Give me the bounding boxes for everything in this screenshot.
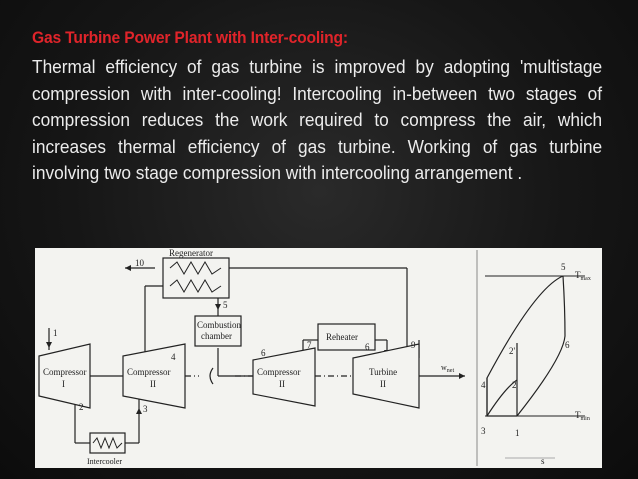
point-2: 2 <box>79 402 84 412</box>
point-3: 3 <box>143 404 148 414</box>
combustion-label-1: Combustion <box>197 320 242 330</box>
ts-tmax: Tmax <box>575 270 591 282</box>
compressor-1 <box>38 343 91 409</box>
compressor-3-number: II <box>279 379 285 389</box>
compressor-1-label: Compressor <box>43 367 87 377</box>
coupling-icon <box>209 367 214 385</box>
gas-turbine-diagram: Regenerator C <box>35 248 602 468</box>
combustion-chamber <box>194 315 242 347</box>
intercooler-label: Intercooler <box>87 457 122 466</box>
ts-diagram <box>476 250 585 466</box>
slide-body-text: Thermal efficiency of gas turbine is imp… <box>32 56 603 183</box>
combustion-label-2: chamber <box>201 331 232 341</box>
ts-s-axis: s <box>541 456 545 466</box>
compressor-2-number: II <box>150 379 156 389</box>
ts-point-4: 4 <box>481 380 486 390</box>
regenerator: Regenerator <box>162 248 230 299</box>
ts-point-6: 6 <box>565 340 570 350</box>
point-6: 6 <box>261 348 266 358</box>
regenerator-label: Regenerator <box>169 248 213 258</box>
ts-point-3: 3 <box>481 426 486 436</box>
compressor-2-label: Compressor <box>127 367 171 377</box>
point-5: 5 <box>223 300 228 310</box>
turbine-label: Turbine <box>369 367 397 377</box>
point-4: 4 <box>171 352 176 362</box>
compressor-1-number: I <box>62 379 65 389</box>
ts-point-1: 1 <box>515 428 520 438</box>
ts-tmin: Tmin <box>575 410 590 422</box>
ts-point-2: 2 <box>512 380 517 390</box>
point-1: 1 <box>53 328 58 338</box>
point-7: 7 <box>307 340 312 350</box>
turbine-number: II <box>380 379 386 389</box>
point-labels: 1 2 3 4 5 6 7 6 9 10 <box>53 258 416 414</box>
slide-title: Gas Turbine Power Plant with Inter-cooli… <box>32 28 348 47</box>
turbine-2 <box>352 343 420 409</box>
reheater <box>317 323 376 351</box>
compressor-3 <box>252 347 316 407</box>
point-9: 9 <box>411 340 416 350</box>
ts-labels: 5 6 2' 2 4 3 1 Tmax Tmin s <box>481 262 591 466</box>
ts-point-2p: 2' <box>509 346 516 356</box>
compressor-3-label: Compressor <box>257 367 301 377</box>
compressor-2 <box>122 343 186 409</box>
wnet-label: wnet <box>441 363 454 374</box>
point-6b: 6 <box>365 342 370 352</box>
point-10: 10 <box>135 258 145 268</box>
ts-point-5: 5 <box>561 262 566 272</box>
reheater-label: Reheater <box>326 332 358 342</box>
